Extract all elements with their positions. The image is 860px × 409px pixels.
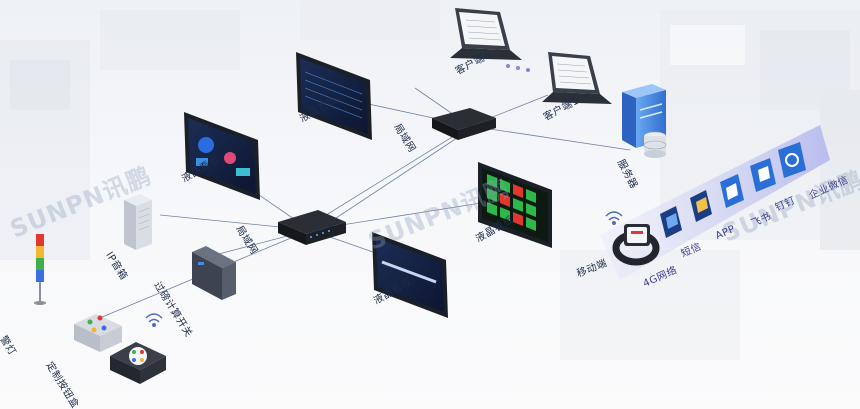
lcd-board-bottom[interactable]: [372, 232, 448, 318]
server-icon[interactable]: [622, 84, 667, 158]
smartwatch-icon[interactable]: [612, 224, 660, 266]
wifi-icon: [145, 313, 163, 327]
alarm-light-icon[interactable]: [34, 234, 46, 305]
lcd-board-right[interactable]: [478, 162, 552, 248]
laptop-clientn[interactable]: [450, 8, 522, 60]
lcd-board-left[interactable]: [184, 112, 260, 200]
switch-top[interactable]: [432, 108, 496, 140]
wecom-icon[interactable]: [778, 142, 806, 178]
feishu-icon[interactable]: [720, 174, 744, 208]
ip-speaker-icon[interactable]: [124, 194, 152, 250]
switch-middle[interactable]: [278, 210, 346, 245]
dingtalk-icon[interactable]: [750, 158, 776, 192]
button-box-light[interactable]: [74, 314, 122, 352]
counter-switch-icon[interactable]: [192, 246, 236, 300]
laptop-client1[interactable]: [542, 52, 612, 104]
factory-background: [820, 90, 860, 250]
ellipsis-dots: [506, 64, 530, 72]
wifi-icon: [605, 211, 623, 225]
button-box-dark[interactable]: [110, 342, 166, 384]
app-icon[interactable]: [690, 190, 712, 222]
sms-icon[interactable]: [660, 206, 682, 238]
lcd-board-top[interactable]: [296, 52, 372, 140]
